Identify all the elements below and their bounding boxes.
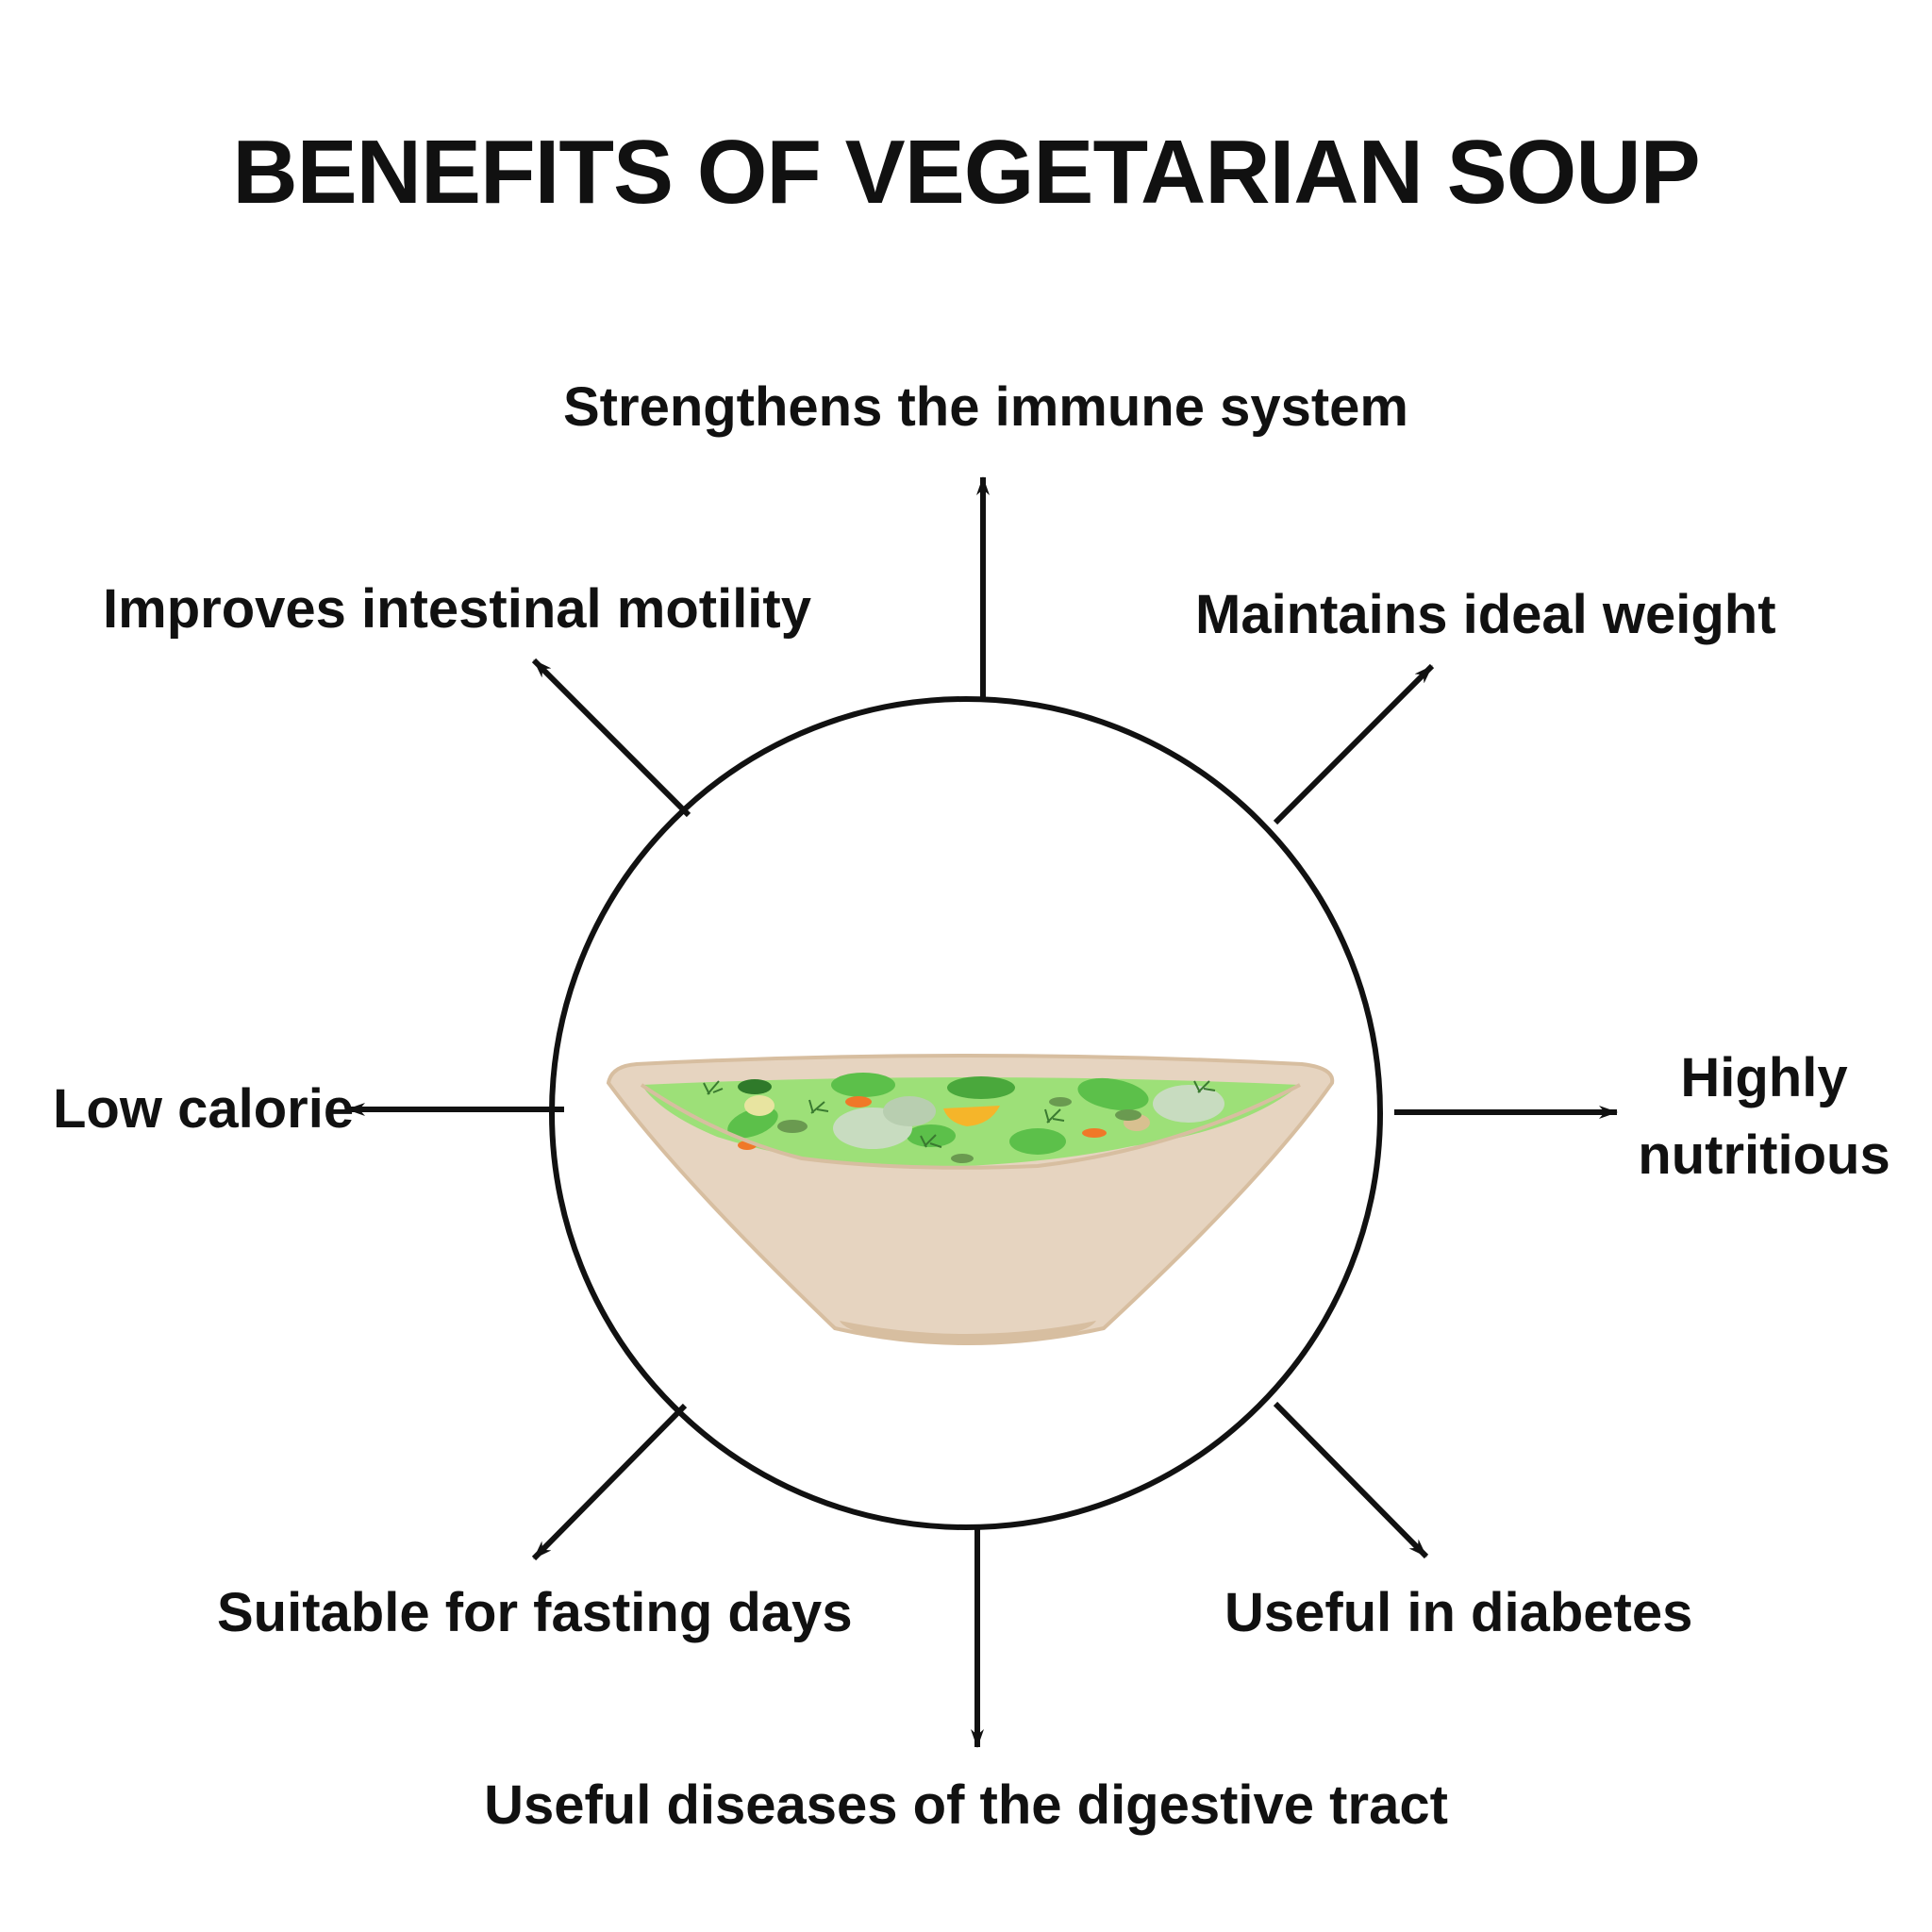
dill xyxy=(920,1134,942,1148)
carrot xyxy=(1082,1128,1107,1138)
dill xyxy=(1044,1108,1065,1124)
pea xyxy=(1115,1109,1141,1121)
potato xyxy=(744,1095,774,1116)
leaf xyxy=(738,1079,772,1094)
leaf xyxy=(947,1076,1015,1099)
dill xyxy=(703,1080,724,1095)
leaf xyxy=(1077,1077,1149,1111)
benefit-top-right: Maintains ideal weight xyxy=(1195,584,1776,645)
arrow-top-left xyxy=(531,658,691,818)
leaf xyxy=(907,1124,956,1147)
soup-bowl-icon xyxy=(606,1054,1335,1345)
benefit-right-line1: Highly xyxy=(1680,1047,1848,1108)
benefit-top-left: Improves intestinal motility xyxy=(103,578,811,640)
benefit-bottom: Useful diseases of the digestive tract xyxy=(484,1774,1448,1836)
pea xyxy=(951,1154,974,1163)
bowl-rim-line xyxy=(640,1083,1301,1170)
pea xyxy=(1049,1097,1072,1107)
arrows xyxy=(346,476,1618,1748)
dill xyxy=(1193,1080,1216,1093)
leaf xyxy=(1009,1128,1066,1155)
page-title: BENEFITS OF VEGETARIAN SOUP xyxy=(232,122,1700,223)
benefit-right: Highly nutritious xyxy=(1623,1040,1906,1194)
arrow-bottom-right xyxy=(1273,1401,1429,1559)
benefit-bottom-left: Suitable for fasting days xyxy=(217,1582,853,1643)
cauliflower xyxy=(883,1096,936,1126)
benefit-bottom-right: Useful in diabetes xyxy=(1224,1582,1693,1643)
squash xyxy=(943,1106,1000,1126)
pea xyxy=(777,1120,808,1133)
arrow-bottom-left xyxy=(531,1403,688,1561)
bowl-base-shadow xyxy=(840,1321,1096,1345)
cauliflower xyxy=(1153,1085,1224,1123)
benefit-left: Low calorie xyxy=(53,1078,355,1140)
benefit-right-line2: nutritious xyxy=(1638,1124,1890,1186)
arrow-top-right xyxy=(1273,663,1435,825)
leaf xyxy=(831,1073,895,1097)
carrot xyxy=(845,1096,872,1108)
benefit-top: Strengthens the immune system xyxy=(563,376,1408,438)
dill xyxy=(808,1099,829,1114)
